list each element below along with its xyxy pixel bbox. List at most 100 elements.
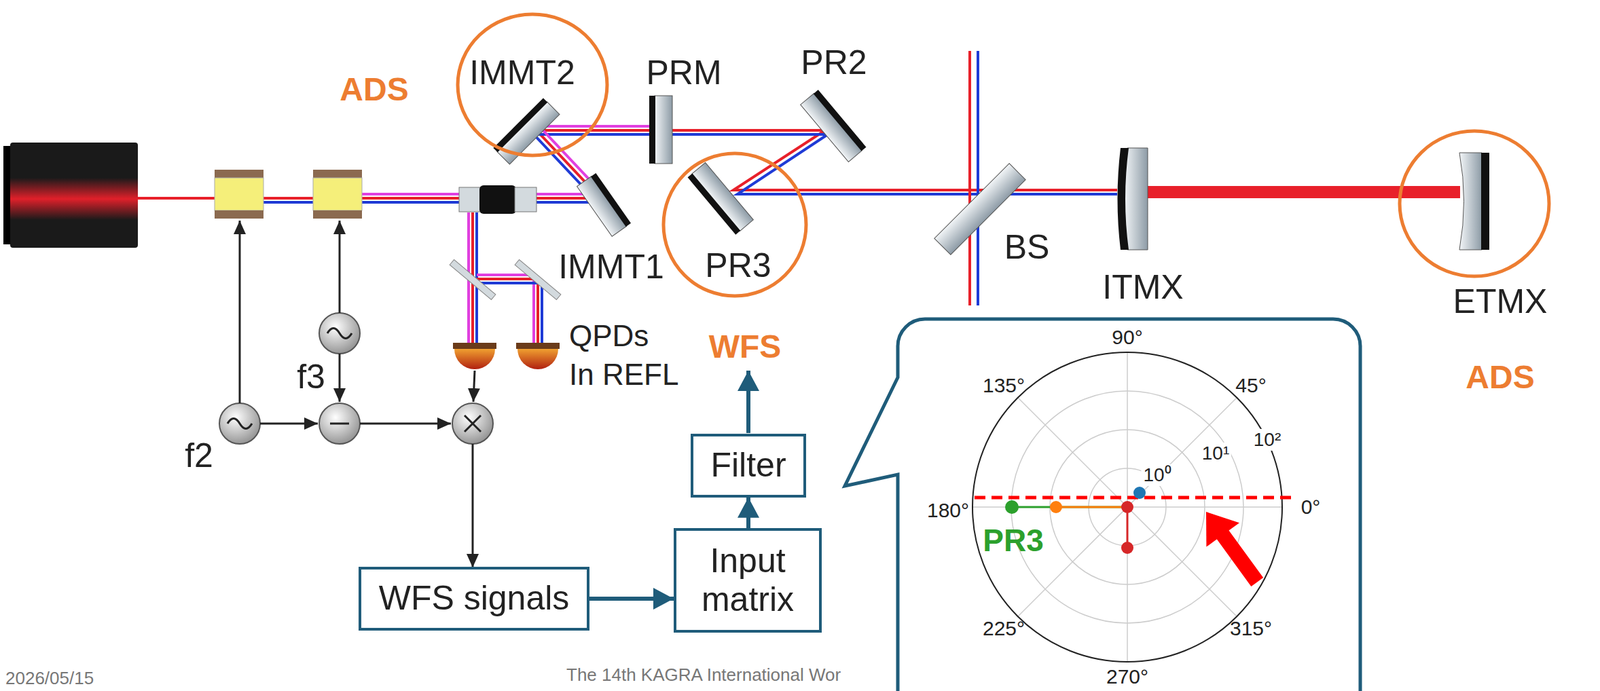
polar-plot xyxy=(1121,541,1134,555)
process-box: Input matrix xyxy=(673,528,822,633)
process-box: Filter xyxy=(690,433,807,498)
feedback-arrow xyxy=(746,370,751,434)
eom-modulator xyxy=(313,169,362,178)
box-label: WFS signals xyxy=(378,579,570,619)
oscillator xyxy=(319,313,360,354)
mirror xyxy=(1117,148,1130,250)
mirror xyxy=(654,95,673,164)
mirror xyxy=(649,95,656,164)
laser-beam xyxy=(1147,186,1461,199)
component-label: PR2 xyxy=(800,43,867,83)
control-tag: ADS xyxy=(339,70,409,108)
qpd-detector xyxy=(454,349,496,370)
radius-tick: 10⁰ xyxy=(1140,464,1173,487)
polar-plot xyxy=(1133,486,1146,500)
polar-plot xyxy=(1127,506,1283,508)
mirror xyxy=(687,173,741,235)
faraday-isolator xyxy=(459,187,481,212)
laser-beam xyxy=(968,50,972,306)
footer-text: 2026/05/15 xyxy=(5,668,94,690)
signal-wire xyxy=(338,353,341,403)
signal-wire xyxy=(471,444,475,568)
mirror xyxy=(800,93,863,163)
pointer-arrow xyxy=(1189,499,1240,547)
mirror xyxy=(692,162,754,232)
footer-text: The 14th KAGRA International Wor xyxy=(566,665,841,686)
mixer xyxy=(452,403,494,445)
polar-plot xyxy=(1017,397,1128,508)
pointer-arrow xyxy=(1214,527,1264,587)
eom-modulator xyxy=(313,210,362,219)
mirror xyxy=(649,95,673,164)
callout-panel xyxy=(844,319,1361,691)
laser-source xyxy=(10,142,138,248)
mirror xyxy=(1459,152,1482,250)
angle-tick: 0° xyxy=(1301,495,1321,520)
laser-beam xyxy=(137,50,1461,344)
signal-wire xyxy=(359,423,451,426)
signal-label: f2 xyxy=(184,436,214,477)
radius-tick: 10¹ xyxy=(1200,442,1232,465)
polar-plot xyxy=(1126,352,1129,508)
qpd-detector xyxy=(516,342,560,350)
beam-splitter-plate xyxy=(514,259,561,300)
mixer xyxy=(330,423,350,426)
angle-tick: 270° xyxy=(1106,665,1149,690)
oscillator xyxy=(219,403,261,445)
component-label: PR3 xyxy=(704,246,771,286)
signal-connector xyxy=(746,497,751,529)
mixer xyxy=(319,403,360,445)
faraday-isolator xyxy=(514,187,537,212)
qpd-detector xyxy=(452,342,497,350)
beam-splitter-plate xyxy=(449,259,561,300)
circle-outline xyxy=(1399,131,1550,277)
mirror xyxy=(493,97,548,153)
faraday-isolator xyxy=(459,185,537,214)
highlight-circle: ETMX xyxy=(1397,129,1552,326)
qpd-detector xyxy=(452,342,560,370)
angle-tick: 135° xyxy=(982,374,1025,398)
polar-plot xyxy=(972,352,1283,663)
laser-beam xyxy=(976,50,980,306)
signal-wire xyxy=(239,220,242,404)
eom-modulator xyxy=(214,169,264,178)
polar-plot xyxy=(1121,501,1134,514)
component-label: IMMT2 xyxy=(469,53,576,94)
signal-wire xyxy=(260,423,318,426)
oscillator xyxy=(327,328,352,339)
mirror xyxy=(1123,148,1148,250)
component-label: PRM xyxy=(645,53,722,94)
polar-plot xyxy=(1049,501,1063,514)
process-box: WFS signals xyxy=(358,567,590,631)
signal-wire xyxy=(338,220,341,314)
polar-plot xyxy=(1005,500,1019,515)
laser-source xyxy=(3,142,138,248)
detector-label: QPDs In REFL xyxy=(569,316,681,394)
laser-source xyxy=(10,177,138,221)
highlight-circle: PR3 xyxy=(661,151,809,299)
eom-modulator xyxy=(214,169,362,219)
eom-modulator xyxy=(214,210,264,219)
angle-tick: 90° xyxy=(1111,325,1143,350)
component-label: BS xyxy=(1004,228,1050,268)
polar-plot xyxy=(972,352,1296,663)
polar-plot xyxy=(1056,506,1128,509)
component-label: ETMX xyxy=(1453,282,1548,322)
box-label: Input matrix xyxy=(688,541,807,621)
eom-modulator xyxy=(313,177,362,211)
component-label: IMMT1 xyxy=(558,247,665,288)
signal-wire xyxy=(239,220,475,568)
feedback-arrow xyxy=(748,370,750,434)
control-tag: ADS xyxy=(1465,358,1535,396)
qpd-detector xyxy=(517,349,559,370)
mirror xyxy=(577,173,631,237)
circle-outline xyxy=(663,153,807,297)
mirror xyxy=(687,162,754,235)
radius-tick: 10² xyxy=(1251,429,1283,451)
component-label: ITMX xyxy=(1102,268,1184,308)
polar-plot xyxy=(972,352,1283,663)
faraday-isolator xyxy=(479,185,517,214)
plot-point-label: PR3 xyxy=(982,522,1044,559)
angle-tick: 180° xyxy=(926,499,970,523)
signal-label: f3 xyxy=(296,357,326,398)
